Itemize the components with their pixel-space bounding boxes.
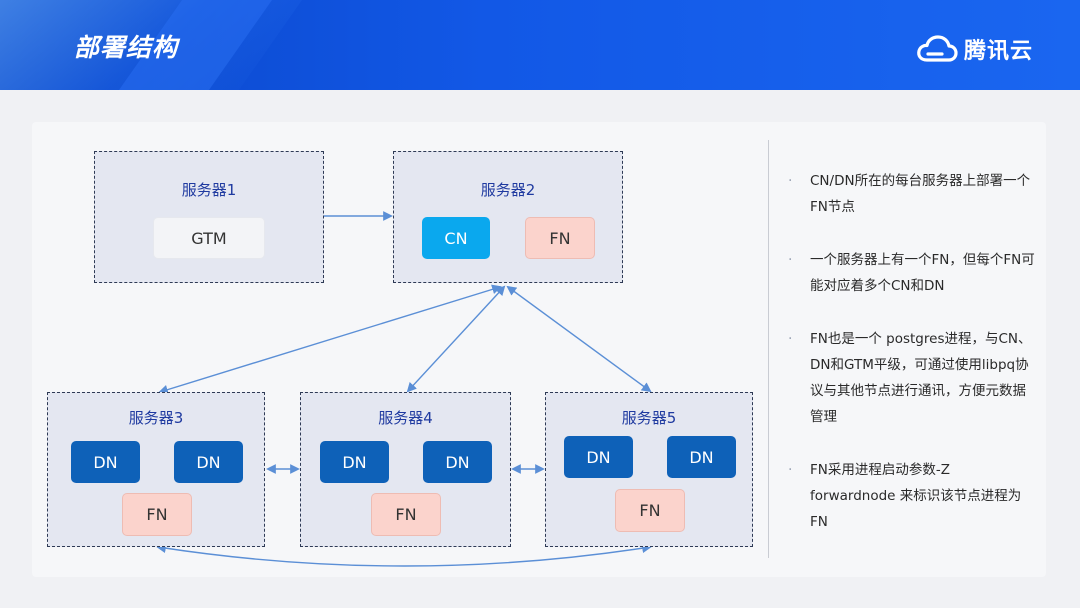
server-3-label: 服务器3: [128, 409, 184, 427]
bullet-list: · CN/DN所在的每台服务器上部署一个FN节点 · 一个服务器上有一个FN，但…: [788, 168, 1038, 562]
bullet-dot: ·: [788, 252, 793, 268]
server-5-box: 服务器5 DN DN FN: [545, 392, 753, 547]
server-3-box: 服务器3 DN DN FN: [47, 392, 265, 547]
bullet-item: · 一个服务器上有一个FN，但每个FN可能对应着多个CN和DN: [788, 247, 1038, 299]
fn-node-server-5: FN: [615, 489, 685, 532]
header-bar: 部署结构 腾讯云: [0, 0, 1080, 90]
brand-name: 腾讯云: [964, 39, 1034, 64]
server-2-label: 服务器2: [480, 181, 536, 199]
gtm-node: GTM: [153, 217, 265, 259]
page-title: 部署结构: [74, 33, 179, 62]
arrow-server2-server3: [158, 284, 502, 395]
arrow-server2-server4: [406, 285, 506, 393]
server-4-box: 服务器4 DN DN FN: [300, 392, 511, 547]
server-2-box: 服务器2 CN FN: [393, 151, 623, 283]
server-1-label: 服务器1: [181, 181, 237, 199]
dn-node-server-3-b: DN: [174, 441, 243, 483]
arrow-server2-server5: [506, 285, 652, 393]
bullet-dot: ·: [788, 331, 793, 347]
vertical-divider: [768, 140, 769, 558]
bullet-item: · FN也是一个 postgres进程，与CN、DN和GTM平级，可通过使用li…: [788, 326, 1038, 430]
cn-node: CN: [422, 217, 490, 259]
arrow-server3-server5-curve: [156, 543, 652, 567]
server-5-label: 服务器5: [621, 409, 677, 427]
brand-logo: 腾讯云: [916, 33, 1033, 65]
server-1-box: 服务器1 GTM: [94, 151, 324, 283]
bullet-item: · CN/DN所在的每台服务器上部署一个FN节点: [788, 168, 1038, 220]
dn-node-server-3-a: DN: [71, 441, 140, 483]
bullet-text: FN也是一个 postgres进程，与CN、DN和GTM平级，可通过使用libp…: [810, 331, 1032, 425]
cloud-icon: [917, 35, 958, 62]
fn-node-server-2: FN: [525, 217, 595, 259]
bullet-dot: ·: [788, 173, 793, 189]
server-4-label: 服务器4: [378, 409, 433, 427]
fn-node-server-3: FN: [122, 493, 192, 536]
dn-node-server-4-b: DN: [423, 441, 492, 483]
bullet-dot: ·: [788, 462, 793, 478]
dn-node-server-5-b: DN: [667, 436, 736, 478]
bullet-text: FN采用进程启动参数-Z forwardnode 来标识该节点进程为FN: [810, 462, 1022, 530]
bullet-text: 一个服务器上有一个FN，但每个FN可能对应着多个CN和DN: [810, 252, 1035, 294]
dn-node-server-4-a: DN: [320, 441, 389, 483]
bullet-text: CN/DN所在的每台服务器上部署一个FN节点: [810, 173, 1031, 215]
bullet-item: · FN采用进程启动参数-Z forwardnode 来标识该节点进程为FN: [788, 457, 1038, 535]
dn-node-server-5-a: DN: [564, 436, 633, 478]
fn-node-server-4: FN: [371, 493, 441, 536]
